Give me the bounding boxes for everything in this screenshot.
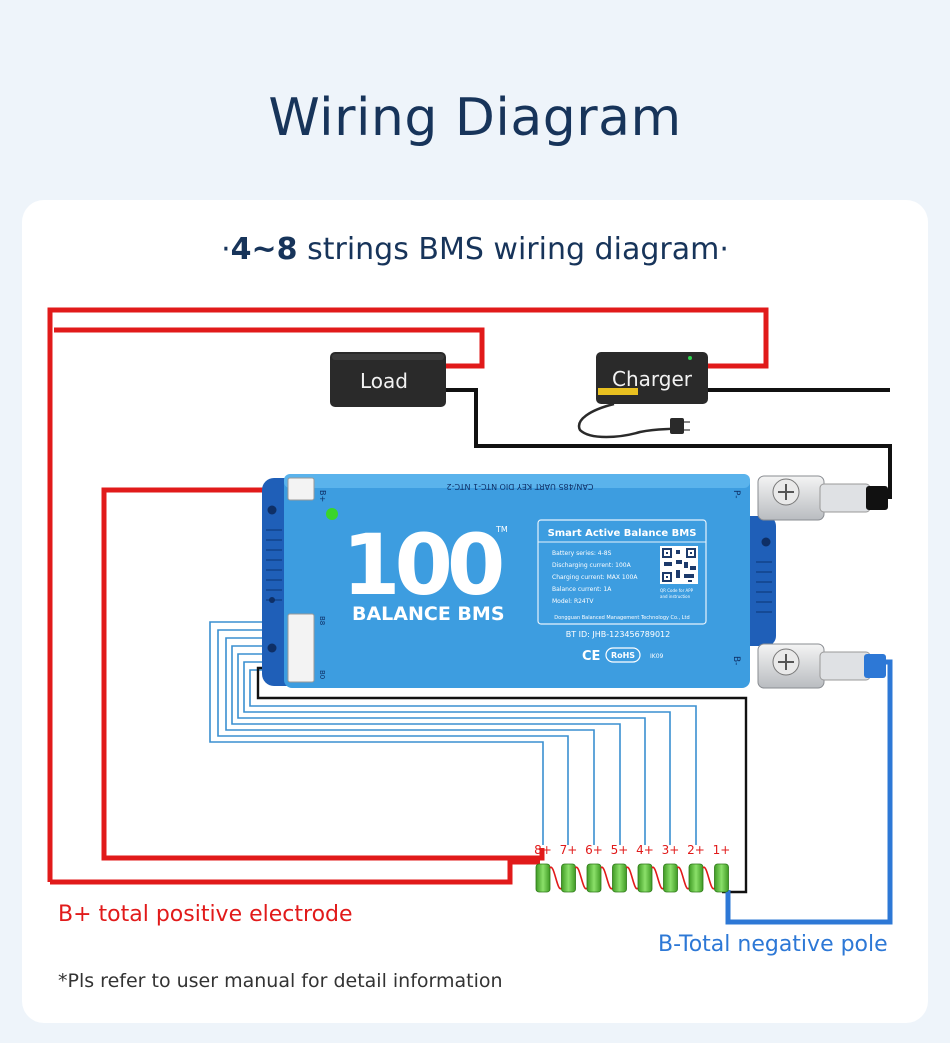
bms-b8-terminal-label: B8 xyxy=(318,616,326,625)
charger-warning-sticker xyxy=(598,388,638,395)
bms-b-minus-terminal-label: B- xyxy=(731,656,741,665)
cell-label: 8+ xyxy=(534,843,552,857)
bms-logo-number: 100 xyxy=(342,516,502,614)
battery-cell xyxy=(535,863,551,893)
bms-logo-tm: TM xyxy=(495,525,508,534)
cell-series-link xyxy=(625,866,639,890)
load-device xyxy=(330,352,446,407)
subtitle-text: strings BMS wiring diagram xyxy=(297,232,720,267)
p-minus-terminal xyxy=(757,475,888,521)
cell-label: 5+ xyxy=(611,843,629,857)
cell-label: 3+ xyxy=(662,843,680,857)
spec-line-discharging: Discharging current: 100A xyxy=(552,562,632,569)
ik-code: IK09 xyxy=(650,653,664,660)
bt-id-label: BT ID: JHB-123456789012 xyxy=(566,630,671,639)
rohs-mark: RoHS xyxy=(611,651,635,660)
negative-pole-label: B-Total negative pole xyxy=(658,932,888,957)
cell-series-link xyxy=(600,866,614,890)
b-plus-connector xyxy=(287,477,315,501)
subtitle-dot-left: · xyxy=(221,232,231,267)
negative-wire xyxy=(725,659,893,925)
rohs-badge xyxy=(605,647,641,663)
charger-label: Charger xyxy=(612,367,693,391)
bms-body xyxy=(284,474,750,688)
cell-label: 4+ xyxy=(636,843,654,857)
spec-line-model: Model: R24TV xyxy=(552,598,594,605)
bms-p-minus-terminal-label: P- xyxy=(731,490,741,498)
load-label: Load xyxy=(360,369,408,393)
battery-cell xyxy=(688,863,704,893)
balance-connector xyxy=(287,613,315,683)
cell-series-link xyxy=(549,866,563,890)
cell-series-link xyxy=(574,866,588,890)
balance-wires xyxy=(209,621,697,845)
b-minus-terminal xyxy=(757,643,886,689)
bms-logo-text: BALANCE BMS xyxy=(352,603,505,625)
status-led-icon xyxy=(326,508,338,520)
bms-unit xyxy=(262,474,776,688)
cell-label: 7+ xyxy=(560,843,578,857)
cell-series-link xyxy=(676,866,690,890)
spec-title: Smart Active Balance BMS xyxy=(548,528,697,539)
cell-label: 1+ xyxy=(713,843,731,857)
battery-cells: 8+ 7+ 6+ 5+ 4+ 3+ 2+ 1+ xyxy=(534,843,731,893)
subtitle-dot-right: · xyxy=(719,232,729,267)
battery-cell xyxy=(714,863,729,893)
charger-led-icon xyxy=(688,356,692,360)
spec-manufacturer: Dongguan Balanced Management Technology … xyxy=(554,615,689,621)
qr-code-icon xyxy=(660,546,698,584)
positive-electrode-label: B+ total positive electrode xyxy=(58,902,353,927)
positive-wires xyxy=(47,307,769,885)
page-title: Wiring Diagram xyxy=(268,88,682,148)
diagram-subtitle: ·4~8 strings BMS wiring diagram· xyxy=(22,232,928,267)
bms-b0-terminal-label: B0 xyxy=(318,670,326,679)
qr-note-line-1: QR Code for APP xyxy=(660,588,694,593)
battery-cell xyxy=(561,863,576,893)
charger-device xyxy=(577,352,708,439)
spec-line-series: Battery series: 4-8S xyxy=(552,550,612,557)
subtitle-strings-count: 4~8 xyxy=(230,232,298,267)
spec-line-charging: Charging current: MAX 100A xyxy=(552,574,638,581)
battery-cell xyxy=(663,863,678,893)
battery-cell xyxy=(637,863,653,893)
battery-cell xyxy=(612,863,627,893)
charger-plug-icon xyxy=(670,418,684,434)
spec-line-balance: Balance current: 1A xyxy=(552,586,612,593)
bms-ports-label: CAN/485 UART KEY DIO NTC-1 NTC-2 xyxy=(447,482,594,491)
ce-mark: CE xyxy=(582,649,600,664)
cell-series-link xyxy=(702,866,716,890)
manual-note: *Pls refer to user manual for detail inf… xyxy=(58,970,503,992)
charger-cable xyxy=(577,402,677,439)
battery-cell xyxy=(586,863,602,893)
cell-series-link xyxy=(651,866,665,890)
cell-label: 6+ xyxy=(585,843,603,857)
qr-note-line-2: and instruction xyxy=(660,594,691,599)
cell-label: 2+ xyxy=(687,843,705,857)
spec-label-box xyxy=(537,519,707,625)
bms-b-plus-terminal-label: B+ xyxy=(318,490,327,502)
